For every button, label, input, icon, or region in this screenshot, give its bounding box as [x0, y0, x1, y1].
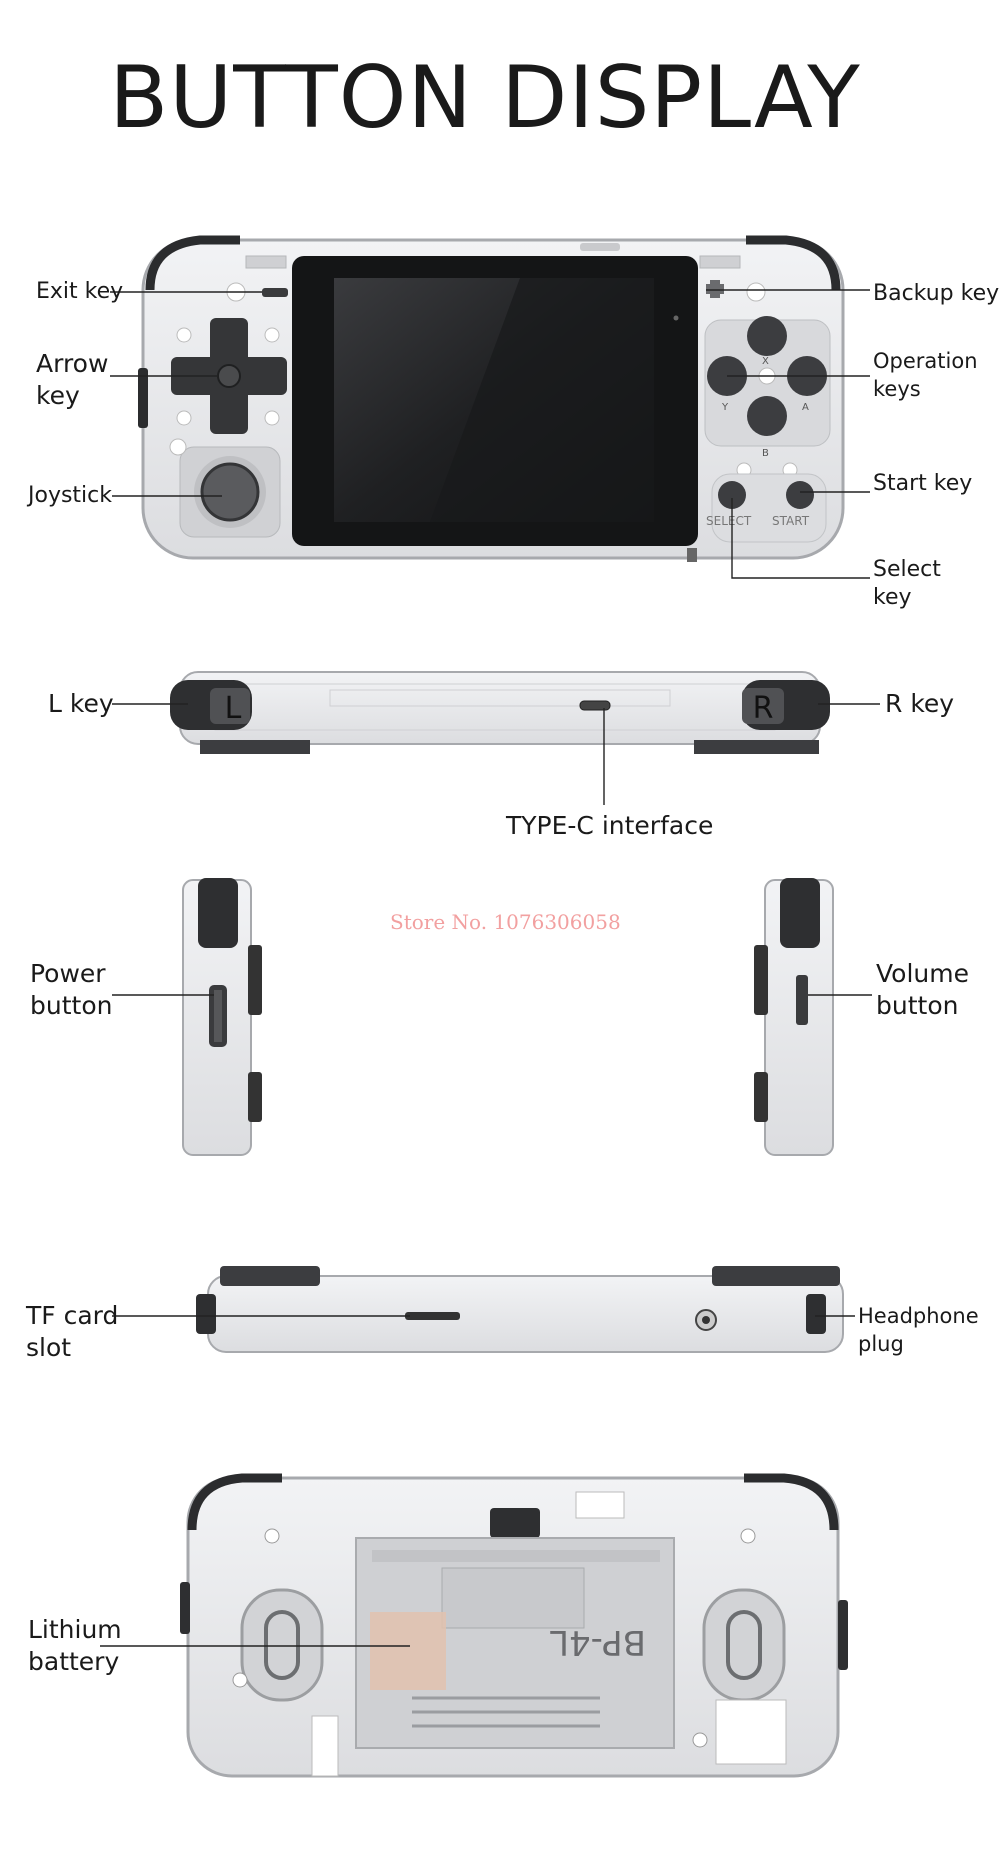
- label-tf-card-slot: TF card slot: [26, 1301, 119, 1362]
- label-type-c: TYPE-C interface: [506, 811, 714, 840]
- top-leader-lines: [112, 703, 880, 805]
- back-view: [180, 1473, 848, 1778]
- tf-card-slot: [405, 1312, 460, 1320]
- backup-key: [706, 280, 724, 298]
- label-power-button: Power button: [30, 959, 113, 1020]
- label-exit-key: Exit key: [36, 279, 124, 304]
- start-mark: START: [772, 514, 810, 528]
- label-operation-keys: Operation keys: [873, 349, 978, 401]
- top-edge-view: [170, 671, 830, 754]
- front-leader-lines: [110, 289, 870, 579]
- joystick: [179, 446, 281, 538]
- volume-button: [796, 975, 808, 1025]
- label-arrow-key: Arrow key: [36, 349, 109, 410]
- select-mark: SELECT: [706, 514, 752, 528]
- type-c-port: [579, 700, 611, 711]
- bottom-edge-view: [196, 1266, 844, 1353]
- btn-x-mark: X: [762, 356, 769, 367]
- right-shoulder-cap: [746, 235, 841, 291]
- label-backup-key: Backup key: [873, 281, 1000, 306]
- label-joystick: Joystick: [28, 483, 113, 508]
- btn-a-mark: A: [802, 402, 809, 413]
- l-key-letter: L: [225, 691, 242, 726]
- btn-b-mark: B: [762, 448, 769, 459]
- operation-buttons: [704, 316, 831, 447]
- label-select-key: Select key: [873, 557, 941, 610]
- battery-chip: [370, 1612, 446, 1690]
- dpad: [171, 318, 287, 434]
- left-side-view: [182, 878, 262, 1156]
- right-side-view: [754, 878, 834, 1156]
- page-title: BUTTON DISPLAY: [109, 48, 861, 148]
- front-view: [138, 235, 845, 562]
- label-lithium-battery: Lithium battery: [28, 1615, 122, 1676]
- exit-key: [262, 288, 288, 297]
- label-headphone-plug: Headphone plug: [858, 1304, 979, 1356]
- r-key-letter: R: [753, 691, 774, 726]
- left-shoulder-cap: [145, 235, 240, 291]
- label-r-key: R key: [885, 689, 955, 718]
- btn-y-mark: Y: [721, 402, 729, 413]
- battery-model-text: BP-4L: [550, 1622, 646, 1662]
- label-start-key: Start key: [873, 471, 973, 496]
- start-select-pad: [711, 473, 827, 543]
- store-watermark: Store No. 1076306058: [390, 910, 621, 934]
- label-l-key: L key: [48, 689, 114, 718]
- label-volume-button: Volume button: [876, 959, 969, 1020]
